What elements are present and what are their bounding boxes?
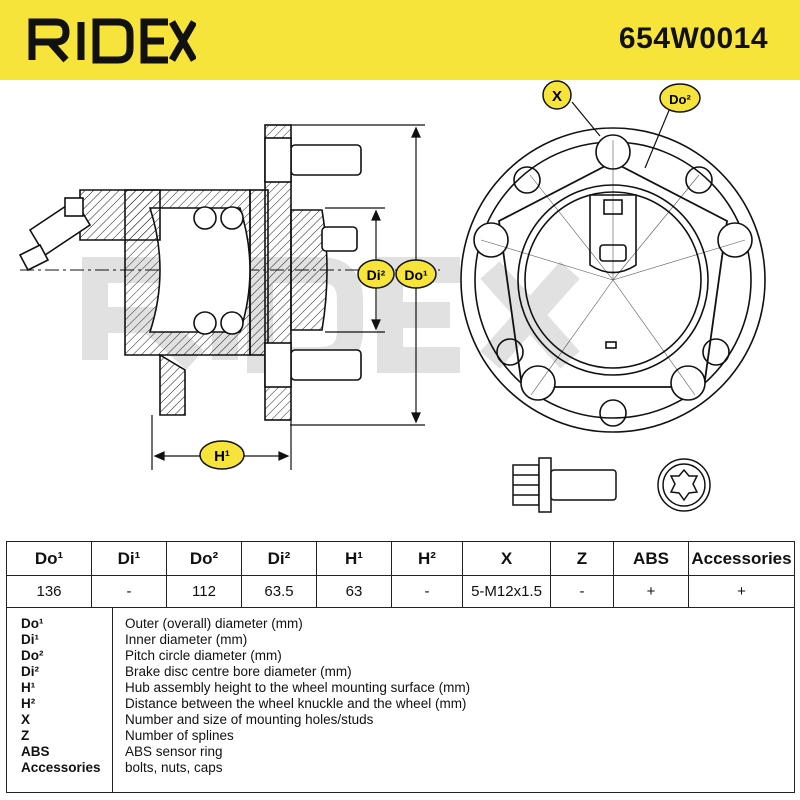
legend-description: bolts, nuts, caps xyxy=(125,760,223,775)
spec-value-row: 136 - 112 63.5 63 - 5-M12x1.5 - + + xyxy=(6,575,795,608)
legend-panel: Do¹ Outer (overall) diameter (mm) Di¹ In… xyxy=(6,607,795,793)
ridex-logo xyxy=(28,18,196,64)
legend-description: Outer (overall) diameter (mm) xyxy=(125,616,303,631)
h1-badge xyxy=(199,440,245,470)
legend-code: ABS xyxy=(21,744,50,759)
do2-leader xyxy=(644,107,671,169)
spec-value-cell: - xyxy=(550,575,614,608)
spec-table: Do¹ Di¹ Do² Di² H¹ H² X Z ABS Accessorie… xyxy=(6,541,795,608)
hub-side-view xyxy=(18,124,440,421)
legend-code: H¹ xyxy=(21,680,36,695)
spec-header-cell: H¹ xyxy=(316,541,392,576)
spec-header-cell: Z xyxy=(550,541,614,576)
part-number: 654W0014 xyxy=(618,22,768,55)
legend-description: Hub assembly height to the wheel mountin… xyxy=(125,680,471,695)
spec-value-cell: + xyxy=(688,575,795,608)
do1-badge xyxy=(395,259,437,289)
legend-row: H² Distance between the wheel knuckle an… xyxy=(7,696,794,712)
di2-badge xyxy=(357,259,395,289)
spec-value-cell: 63 xyxy=(316,575,392,608)
legend-divider xyxy=(112,608,113,792)
legend-description: ABS sensor ring xyxy=(125,744,223,759)
h1-label: H¹ xyxy=(214,448,230,465)
legend-row: Z Number of splines xyxy=(7,728,794,744)
spec-header-row: Do¹ Di¹ Do² Di² H¹ H² X Z ABS Accessorie… xyxy=(6,541,795,576)
legend-description: Number of splines xyxy=(125,728,234,743)
legend-code: Accessories xyxy=(21,760,101,775)
legend-code: Do¹ xyxy=(21,616,44,631)
do1-label: Do¹ xyxy=(404,267,428,283)
legend-code: Di² xyxy=(21,664,39,679)
legend-row: Do¹ Outer (overall) diameter (mm) xyxy=(7,616,794,632)
legend-row: H¹ Hub assembly height to the wheel moun… xyxy=(7,680,794,696)
do2-label: Do² xyxy=(669,92,691,107)
spec-value-cell: - xyxy=(91,575,167,608)
legend-row: Do² Pitch circle diameter (mm) xyxy=(7,648,794,664)
spec-value-cell: + xyxy=(613,575,689,608)
legend-description: Brake disc centre bore diameter (mm) xyxy=(125,664,352,679)
legend-description: Number and size of mounting holes/studs xyxy=(125,712,374,727)
legend-row: X Number and size of mounting holes/stud… xyxy=(7,712,794,728)
spec-value-cell: 112 xyxy=(166,575,242,608)
legend-code: Do² xyxy=(21,648,44,663)
legend-row: Di¹ Inner diameter (mm) xyxy=(7,632,794,648)
bolt-head-view xyxy=(657,458,711,512)
header-bar: 654W0014 xyxy=(0,0,800,80)
x-label: X xyxy=(552,88,562,105)
legend-description: Inner diameter (mm) xyxy=(125,632,248,647)
spec-header-cell: H² xyxy=(391,541,463,576)
legend-row: Di² Brake disc centre bore diameter (mm) xyxy=(7,664,794,680)
legend-row: ABS ABS sensor ring xyxy=(7,744,794,760)
spec-header-cell: Accessories xyxy=(688,541,795,576)
legend-description: Distance between the wheel knuckle and t… xyxy=(125,696,467,711)
legend-code: Z xyxy=(21,728,30,743)
legend-row: Accessories bolts, nuts, caps xyxy=(7,760,794,776)
spec-value-cell: 136 xyxy=(6,575,92,608)
spec-header-cell: Di² xyxy=(241,541,317,576)
legend-description: Pitch circle diameter (mm) xyxy=(125,648,282,663)
spec-value-cell: 5-M12x1.5 xyxy=(462,575,551,608)
hub-drawing: H¹ Di² Do¹ xyxy=(18,80,766,513)
spec-value-cell: - xyxy=(391,575,463,608)
legend-code: H² xyxy=(21,696,36,711)
spec-header-cell: Do¹ xyxy=(6,541,92,576)
spec-header-cell: Di¹ xyxy=(91,541,167,576)
legend-code: X xyxy=(21,712,31,727)
x-badge xyxy=(542,80,572,110)
spec-value-cell: 63.5 xyxy=(241,575,317,608)
spec-header-cell: X xyxy=(462,541,551,576)
spec-header-cell: Do² xyxy=(166,541,242,576)
do2-badge xyxy=(659,83,701,113)
spec-header-cell: ABS xyxy=(613,541,689,576)
x-leader xyxy=(571,101,601,137)
di2-label: Di² xyxy=(367,267,386,283)
legend-code: Di¹ xyxy=(21,632,39,647)
bolt-side-view xyxy=(512,457,617,513)
